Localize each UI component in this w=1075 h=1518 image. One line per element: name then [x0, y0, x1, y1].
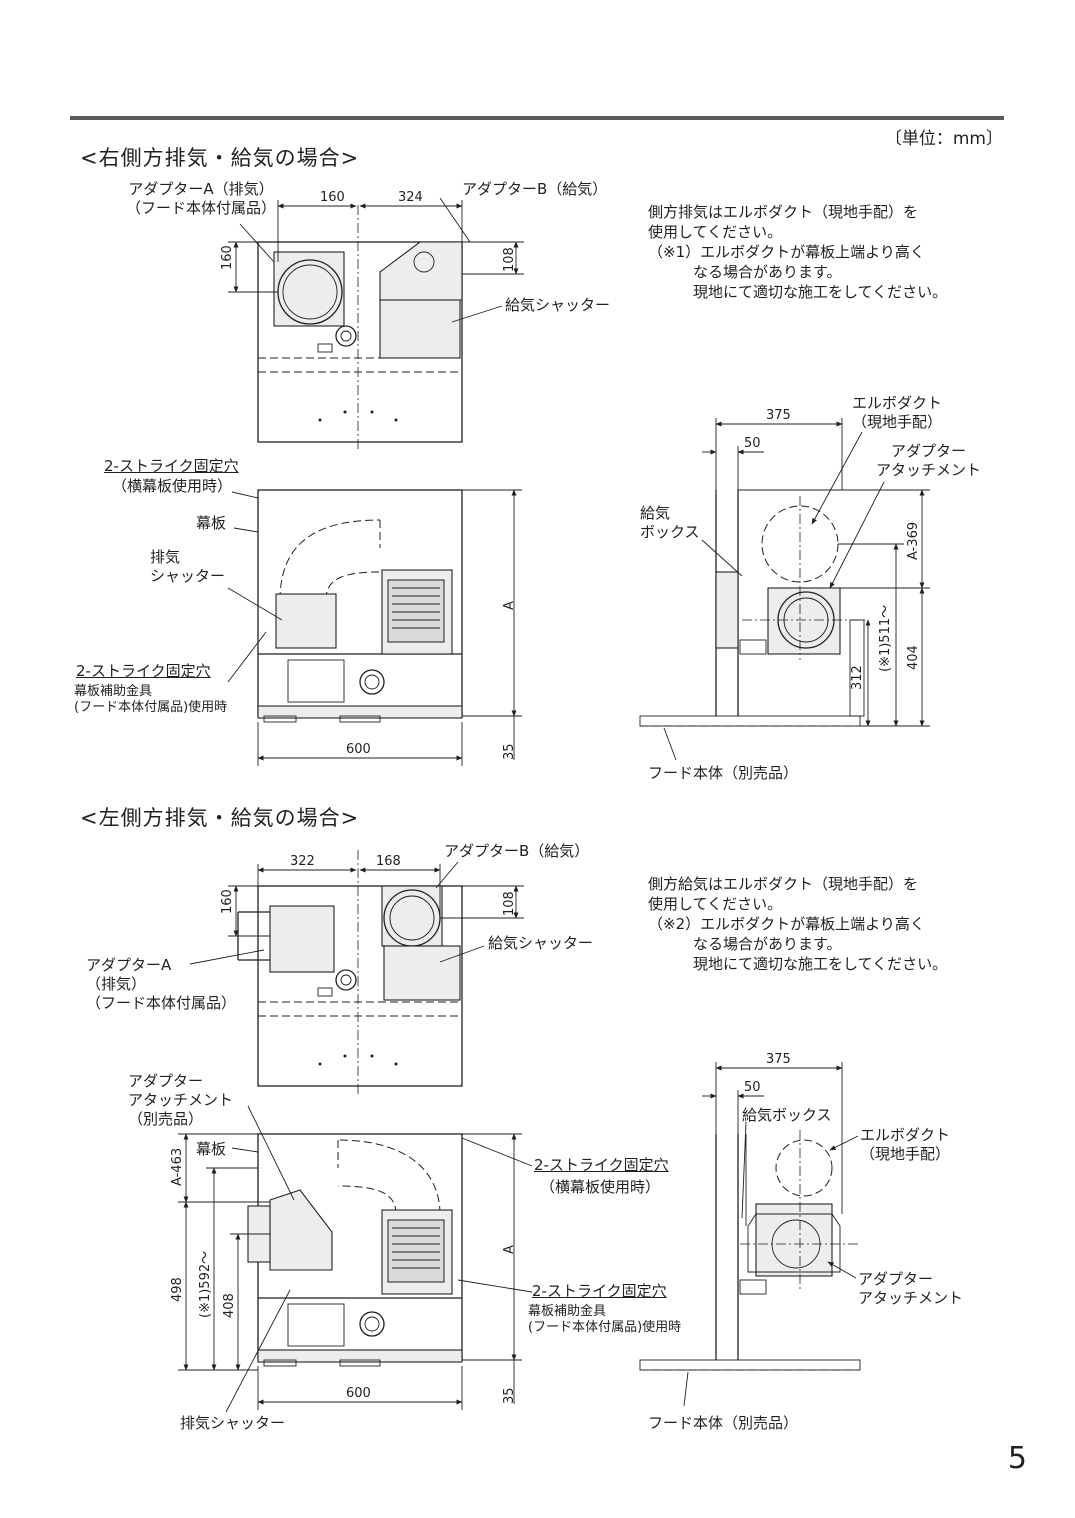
dim-s1-50: 50 [744, 436, 761, 451]
label-adapter-a-left: アダプターA （排気） （フード本体付属品） [86, 956, 237, 1012]
dim-s2-A: A [502, 1245, 517, 1254]
s2-side-dims [683, 1062, 859, 1407]
label-strike-hole-2-sub-right: 幕板補助金具 (フード本体付属品)使用時 [74, 684, 228, 715]
dim-s2-498: 498 [170, 1277, 185, 1302]
dim-s2-168: 168 [376, 854, 401, 869]
dim-s1-v160: 160 [220, 245, 235, 270]
dim-s2-A463: A-463 [170, 1147, 185, 1186]
dim-s1-35: 35 [502, 743, 517, 760]
dim-s1-v108: 108 [502, 247, 517, 272]
label-adapter-b-left: アダプターB（給気） [444, 842, 590, 860]
s1-side-view [639, 489, 868, 727]
s2-top-view [237, 850, 463, 1094]
label-strike-hole-1-sub-right: （横幕板使用時） [112, 477, 233, 495]
dim-s1-324: 324 [398, 190, 423, 205]
label-strike-hole-2-sub-left: 幕板補助金具 (フード本体付属品)使用時 [528, 1304, 682, 1335]
dim-s2-50: 50 [744, 1080, 761, 1095]
s1-top-dims [228, 197, 524, 323]
section-title-left: <左側方排気・給気の場合> [80, 806, 360, 830]
dim-s2-322: 322 [290, 854, 315, 869]
label-strike-hole-1-sub-left: （横幕板使用時） [540, 1178, 661, 1196]
label-strike-hole-1-right: 2-ストライク固定穴 [104, 457, 239, 475]
dim-s1-375: 375 [766, 408, 791, 423]
page-number: 5 [1007, 1441, 1027, 1476]
dim-s2-375: 375 [766, 1052, 791, 1067]
dim-s1-511: (※1)511～ [878, 604, 893, 672]
unit-label: 〔単位：mm〕 [884, 129, 1003, 149]
label-supply-shutter-left: 給気シャッター [488, 934, 594, 952]
label-elbow-duct-left: エルボダクト （現地手配） [860, 1126, 951, 1163]
s2-front-view [247, 1133, 463, 1367]
s1-side-dims [663, 418, 930, 761]
note-left: 側方給気はエルボダクト（現地手配）を 使用してください。 （※2）エルボダクトが… [648, 875, 948, 973]
dim-s1-312: 312 [850, 665, 865, 690]
label-adapter-attach-opt-left: アダプター アタッチメント （別売品） [128, 1072, 234, 1128]
label-adapter-b-right: アダプターB（給気） [462, 180, 608, 198]
dim-s2-408: 408 [222, 1293, 237, 1318]
label-elbow-duct-right: エルボダクト （現地手配） [852, 394, 943, 431]
dim-s1-A: A [502, 601, 517, 610]
s1-top-view [257, 205, 463, 450]
label-adapter-a-right: アダプターA（排気） （フード本体付属品） [126, 180, 277, 217]
dim-s1-404: 404 [906, 645, 921, 670]
dim-s2-v108: 108 [502, 891, 517, 916]
label-hood-body-right: フード本体（別売品） [648, 764, 799, 782]
label-hood-body-left: フード本体（別売品） [648, 1414, 799, 1432]
dim-s1-160: 160 [320, 190, 345, 205]
label-exhaust-shutter-right: 排気 シャッター [150, 548, 226, 585]
section-title-right: <右側方排気・給気の場合> [80, 146, 360, 170]
dim-s2-600: 600 [346, 1386, 371, 1401]
dim-s2-592: (※1)592～ [198, 1250, 213, 1318]
s1-front-dims [227, 489, 522, 766]
label-supply-box-right: 給気 ボックス [640, 504, 700, 541]
dim-s2-v160: 160 [220, 889, 235, 914]
label-panel-right: 幕板 [196, 514, 227, 532]
note-right: 側方排気はエルボダクト（現地手配）を 使用してください。 （※1）エルボダクトが… [648, 203, 948, 301]
label-strike-hole-2-right: 2-ストライク固定穴 [76, 662, 211, 680]
s2-top-dims [189, 861, 524, 965]
label-adapter-attach-left: アダプター アタッチメント [858, 1270, 964, 1307]
s1-front-view [257, 489, 463, 723]
s2-front-dims [178, 1105, 533, 1413]
label-panel-left: 幕板 [196, 1140, 227, 1158]
dim-s1-600: 600 [346, 742, 371, 757]
s2-side-view [639, 1130, 861, 1371]
label-exhaust-shutter-left: 排気シャッター [180, 1414, 286, 1432]
label-strike-hole-1-left: 2-ストライク固定穴 [534, 1156, 669, 1174]
dim-s1-A369: A-369 [906, 521, 921, 560]
label-supply-box-left: 給気ボックス [742, 1106, 832, 1124]
dim-s2-35: 35 [502, 1387, 517, 1404]
label-strike-hole-2-left: 2-ストライク固定穴 [532, 1282, 667, 1300]
label-adapter-attach-right: アダプター アタッチメント [876, 442, 982, 479]
label-supply-shutter-right: 給気シャッター [505, 296, 611, 314]
top-rule [70, 116, 1004, 120]
